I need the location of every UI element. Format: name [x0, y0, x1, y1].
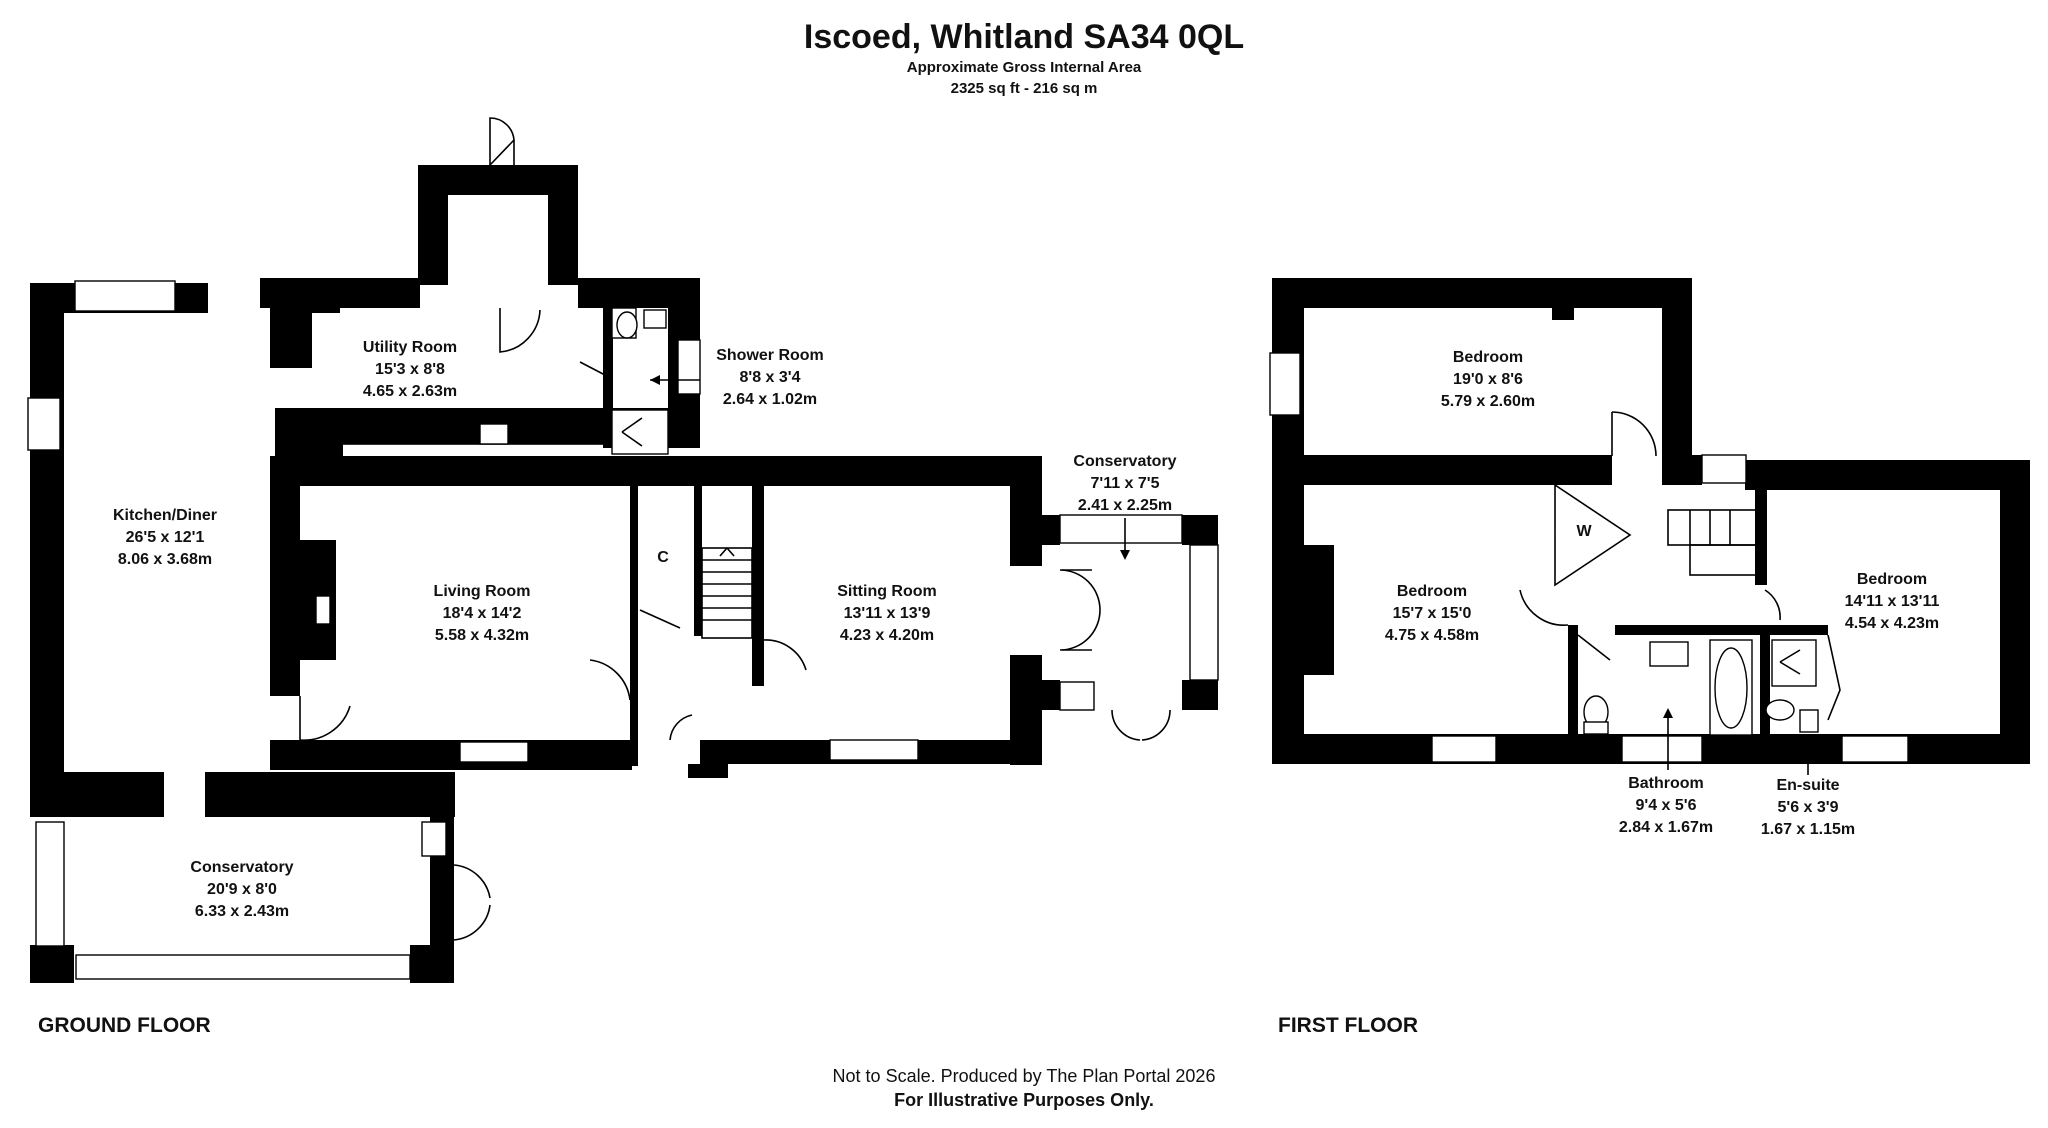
room-metric: 5.58 x 4.32m	[435, 627, 529, 644]
wardrobe-label: W	[1576, 523, 1592, 540]
room-imperial: 5'6 x 3'9	[1778, 799, 1839, 816]
room-name: Utility Room	[363, 339, 457, 356]
room-name: Bathroom	[1628, 775, 1704, 792]
ground-floor-labels: Utility Room 15'3 x 8'8 4.65 x 2.63m Sho…	[113, 339, 1177, 920]
first-stairs	[1667, 509, 1759, 576]
area-label: Approximate Gross Internal Area	[907, 59, 1142, 76]
room-name: Living Room	[434, 583, 531, 600]
room-imperial: 8'8 x 3'4	[740, 369, 801, 386]
room-name: Conservatory	[190, 859, 293, 876]
ground-floor-label: GROUND FLOOR	[38, 1014, 211, 1037]
ground-floor-plan	[27, 117, 1219, 983]
room-name: En-suite	[1776, 777, 1839, 794]
room-metric: 2.84 x 1.67m	[1619, 819, 1713, 836]
room-metric: 6.33 x 2.43m	[195, 903, 289, 920]
room-imperial: 14'11 x 13'11	[1845, 593, 1940, 610]
room-imperial: 18'4 x 14'2	[443, 605, 522, 622]
room-imperial: 15'3 x 8'8	[375, 361, 445, 378]
room-name: Bedroom	[1857, 571, 1927, 588]
room-name: Sitting Room	[837, 583, 937, 600]
room-imperial: 7'11 x 7'5	[1090, 475, 1159, 492]
room-imperial: 15'7 x 15'0	[1393, 605, 1472, 622]
plan-title: Iscoed, Whitland SA34 0QL	[804, 18, 1244, 56]
room-metric: 4.75 x 4.58m	[1385, 627, 1479, 644]
room-imperial: 19'0 x 8'6	[1453, 371, 1523, 388]
ground-stairs	[701, 547, 753, 639]
room-metric: 1.67 x 1.15m	[1761, 821, 1855, 838]
room-name: Conservatory	[1073, 453, 1176, 470]
room-metric: 8.06 x 3.68m	[118, 551, 212, 568]
area-value: 2325 sq ft - 216 sq m	[951, 80, 1098, 97]
room-metric: 4.65 x 2.63m	[363, 383, 457, 400]
footer-disclaimer: For Illustrative Purposes Only.	[894, 1090, 1154, 1110]
room-imperial: 26'5 x 12'1	[126, 529, 205, 546]
room-imperial: 9'4 x 5'6	[1636, 797, 1697, 814]
room-imperial: 20'9 x 8'0	[207, 881, 277, 898]
room-name: Bedroom	[1397, 583, 1467, 600]
room-metric: 5.79 x 2.60m	[1441, 393, 1535, 410]
footer-credit: Not to Scale. Produced by The Plan Porta…	[833, 1066, 1216, 1086]
room-metric: 4.54 x 4.23m	[1845, 615, 1939, 632]
room-metric: 2.64 x 1.02m	[723, 391, 817, 408]
first-floor-label: FIRST FLOOR	[1278, 1014, 1418, 1037]
cupboard-label: C	[657, 549, 669, 566]
room-name: Kitchen/Diner	[113, 507, 217, 524]
room-name: Shower Room	[716, 347, 824, 364]
room-name: Bedroom	[1453, 349, 1523, 366]
room-metric: 2.41 x 2.25m	[1078, 497, 1172, 514]
first-floor-plan	[1269, 278, 2030, 775]
first-floor-labels: Bedroom 19'0 x 8'6 5.79 x 2.60m Bedroom …	[1385, 349, 1940, 838]
room-imperial: 13'11 x 13'9	[844, 605, 931, 622]
room-metric: 4.23 x 4.20m	[840, 627, 934, 644]
